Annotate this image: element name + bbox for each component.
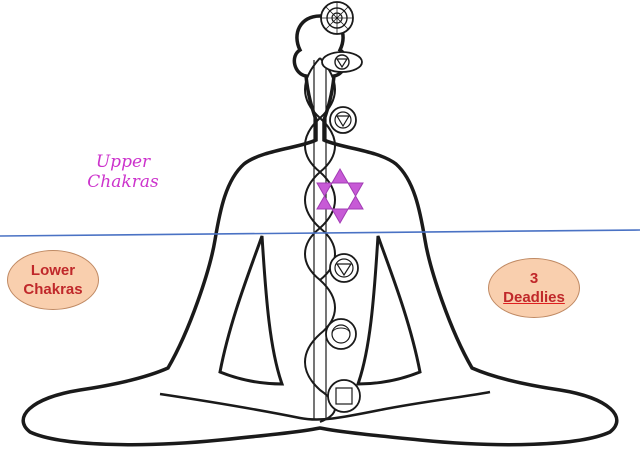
upper-chakras-line1: Upper [95, 152, 151, 172]
three-deadlies-line1: 3 [529, 270, 539, 287]
third-eye-chakra-icon [321, 51, 363, 73]
three-deadlies-bubble: 3 Deadlies [488, 258, 580, 318]
left-arm-inner [218, 235, 285, 386]
body-outline [21, 14, 619, 447]
right-arm-inner [355, 235, 422, 386]
throat-chakra-icon [329, 106, 357, 134]
upper-chakras-line2: Chakras [87, 172, 159, 192]
crown-lotus-icon [320, 1, 354, 35]
heart-chakra-star-icon [316, 167, 364, 225]
central-channel [313, 60, 327, 420]
lower-chakras-bubble: Lower Chakras [7, 250, 99, 310]
legs-inner [159, 390, 491, 421]
lower-chakras-line2: Chakras [23, 281, 83, 298]
solar-plexus-chakra-icon [329, 253, 359, 283]
three-deadlies-line2: Deadlies [503, 289, 565, 306]
root-chakra-icon [327, 379, 361, 413]
sacral-chakra-icon [325, 318, 357, 350]
energy-channel-right [304, 57, 336, 423]
upper-chakras-label: Upper Chakras [78, 152, 168, 192]
divider-line [0, 229, 640, 237]
lower-chakras-line1: Lower [30, 262, 76, 279]
